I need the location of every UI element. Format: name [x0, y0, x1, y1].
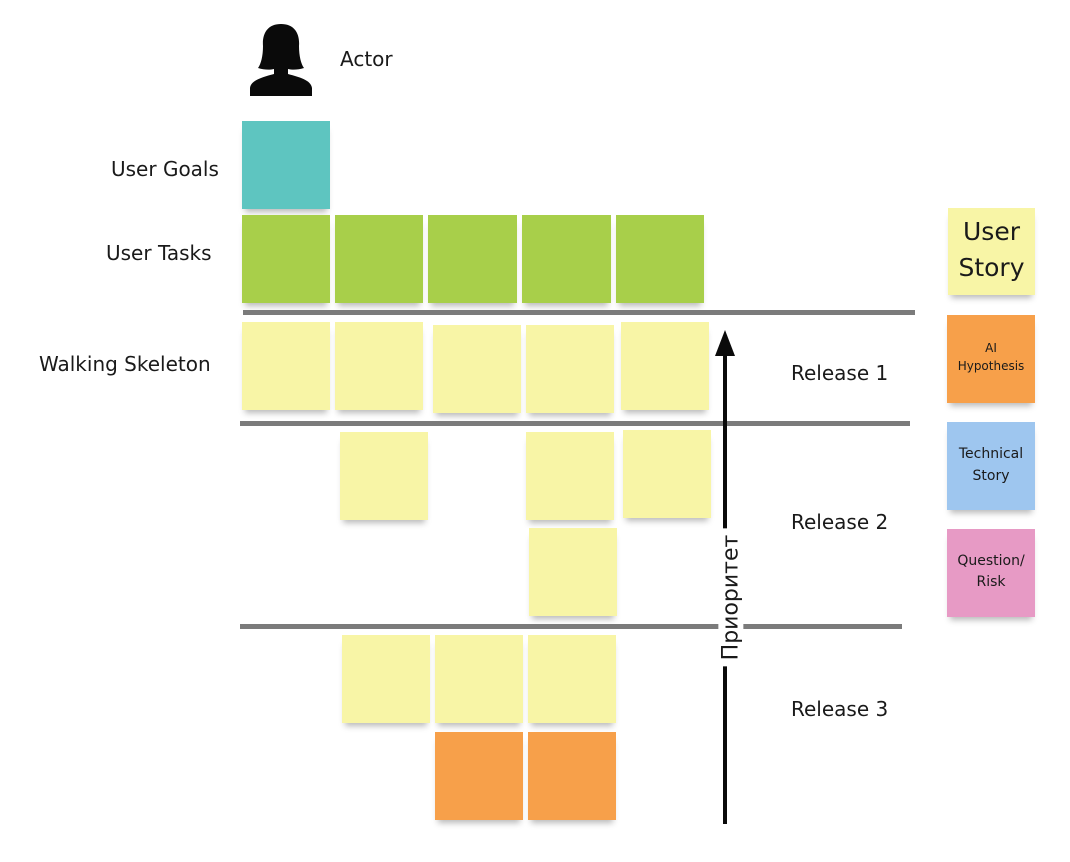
- walking-skeleton-label: Walking Skeleton: [39, 352, 211, 376]
- actor-label: Actor: [340, 47, 393, 71]
- divider-line: [240, 624, 902, 629]
- legend-ai-hypothesis: AI Hypothesis: [947, 315, 1035, 403]
- user-story-note: [526, 432, 614, 520]
- legend-user-story-line2: Story: [958, 253, 1025, 282]
- user-task-note: [335, 215, 423, 303]
- user-story-note: [335, 322, 423, 410]
- legend-technical-story-line2: Story: [972, 468, 1010, 484]
- legend-ai-hypothesis-line2: Hypothesis: [957, 359, 1025, 373]
- release-3-label: Release 3: [791, 697, 889, 721]
- legend-question-risk-line2: Risk: [976, 574, 1006, 590]
- user-goal-note: [242, 121, 330, 209]
- divider-line: [243, 310, 915, 315]
- release-1-label: Release 1: [791, 361, 889, 385]
- legend-user-story: User Story: [948, 208, 1035, 295]
- user-task-note: [242, 215, 330, 303]
- user-story-note: [529, 528, 617, 616]
- user-story-note: [526, 325, 614, 413]
- actor-person-icon: [250, 24, 312, 96]
- user-task-note: [616, 215, 704, 303]
- legend-technical-story: Technical Story: [947, 422, 1035, 510]
- user-story-note: [623, 430, 711, 518]
- user-task-note: [428, 215, 517, 303]
- ai-hypothesis-note: [435, 732, 523, 820]
- user-story-note: [528, 635, 616, 723]
- user-story-note: [435, 635, 523, 723]
- user-task-note: [522, 215, 611, 303]
- user-story-note: [340, 432, 428, 520]
- divider-line: [240, 421, 910, 426]
- user-tasks-label: User Tasks: [106, 241, 212, 265]
- user-story-note: [242, 322, 330, 410]
- legend-technical-story-line1: Technical: [958, 446, 1024, 462]
- legend-question-risk: Question/ Risk: [947, 529, 1035, 617]
- user-story-note: [621, 322, 709, 410]
- release-2-label: Release 2: [791, 510, 889, 534]
- ai-hypothesis-note: [528, 732, 616, 820]
- legend-question-risk-line1: Question/: [957, 553, 1025, 569]
- user-story-note: [433, 325, 521, 413]
- user-goals-label: User Goals: [111, 157, 219, 181]
- user-story-note: [342, 635, 430, 723]
- legend-user-story-line1: User: [963, 217, 1020, 246]
- legend-ai-hypothesis-line1: AI: [985, 341, 997, 355]
- priority-label: Приоритет: [718, 528, 744, 667]
